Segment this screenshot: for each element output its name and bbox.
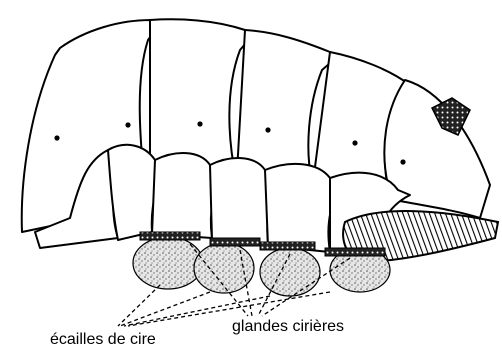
spiracle-1 <box>54 135 59 140</box>
spiracle-5 <box>352 140 357 145</box>
wax-scale-2 <box>194 243 254 293</box>
spiracle-4 <box>265 127 270 132</box>
label-wax-glands: glandes cirières <box>232 318 344 335</box>
leader-scale-1 <box>118 285 160 326</box>
spiracle-6 <box>400 159 405 164</box>
wax-gland-2 <box>210 238 260 246</box>
wax-gland-4 <box>325 248 385 256</box>
wax-gland-1 <box>140 232 200 240</box>
spiracle-3 <box>197 121 202 126</box>
leader-scale-2 <box>120 292 210 326</box>
label-wax-scales: écailles de cire <box>50 331 156 347</box>
wax-gland-3 <box>260 242 315 250</box>
wax-scale-1 <box>133 237 203 289</box>
spiracle-2 <box>125 122 130 127</box>
